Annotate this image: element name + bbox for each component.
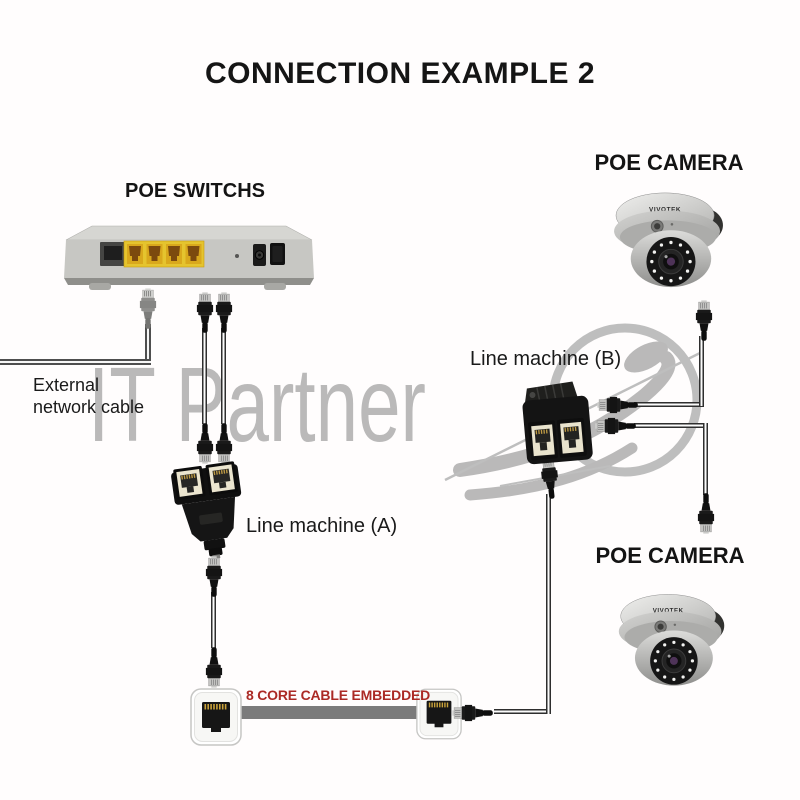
rj45-plug (452, 704, 494, 722)
line-machine-a-label: Line machine (A) (246, 515, 398, 537)
camera-cable (699, 336, 704, 406)
embedded-cable-label: 8 CORE CABLE EMBEDDED (246, 687, 431, 703)
rj45-splitter-b-image (519, 379, 596, 467)
rj45-plug (215, 422, 233, 464)
line-machine-b-label: Line machine (B) (470, 348, 622, 370)
poe-camera-top-label: POE CAMERA (594, 150, 744, 175)
watermark-text: IT Partner (88, 346, 426, 464)
camera-cable (634, 402, 704, 407)
external-cable-vertical (145, 324, 151, 364)
poe-camera-bottom-label: POE CAMERA (595, 543, 745, 568)
external-cable-horizontal (0, 359, 151, 365)
page-title: CONNECTION EXAMPLE 2 (204, 57, 596, 90)
embedded-8core-cable (240, 706, 418, 719)
poe-switch-image (64, 222, 314, 294)
rj45-plug (196, 292, 214, 334)
camera-cable (634, 423, 708, 428)
rj45-plug (695, 300, 713, 342)
rj45-splitter-a-image (168, 459, 253, 564)
riser-cable (546, 494, 551, 714)
rj45-plug (697, 492, 715, 534)
external-cable-label-line1: External (33, 375, 100, 395)
camera-cable (703, 423, 708, 495)
rj45-plug (597, 396, 639, 414)
rj45-plug (205, 646, 223, 688)
patch-cable (221, 328, 226, 424)
wall-jack-left (190, 688, 242, 746)
external-cable-label-line2: network cable (33, 397, 145, 417)
rj45-plug (196, 422, 214, 464)
rj45-plug-grey (139, 288, 157, 330)
rj45-plug (205, 556, 223, 598)
riser-cable (494, 709, 550, 714)
rj45-plug (215, 292, 233, 334)
patch-cable (211, 592, 216, 648)
patch-cable (202, 328, 207, 424)
dome-camera-bottom-image (615, 585, 729, 695)
rj45-plug (595, 417, 637, 435)
poe-switch-label: POE SWITCHS (124, 180, 265, 202)
dome-camera-top-image (610, 188, 728, 292)
